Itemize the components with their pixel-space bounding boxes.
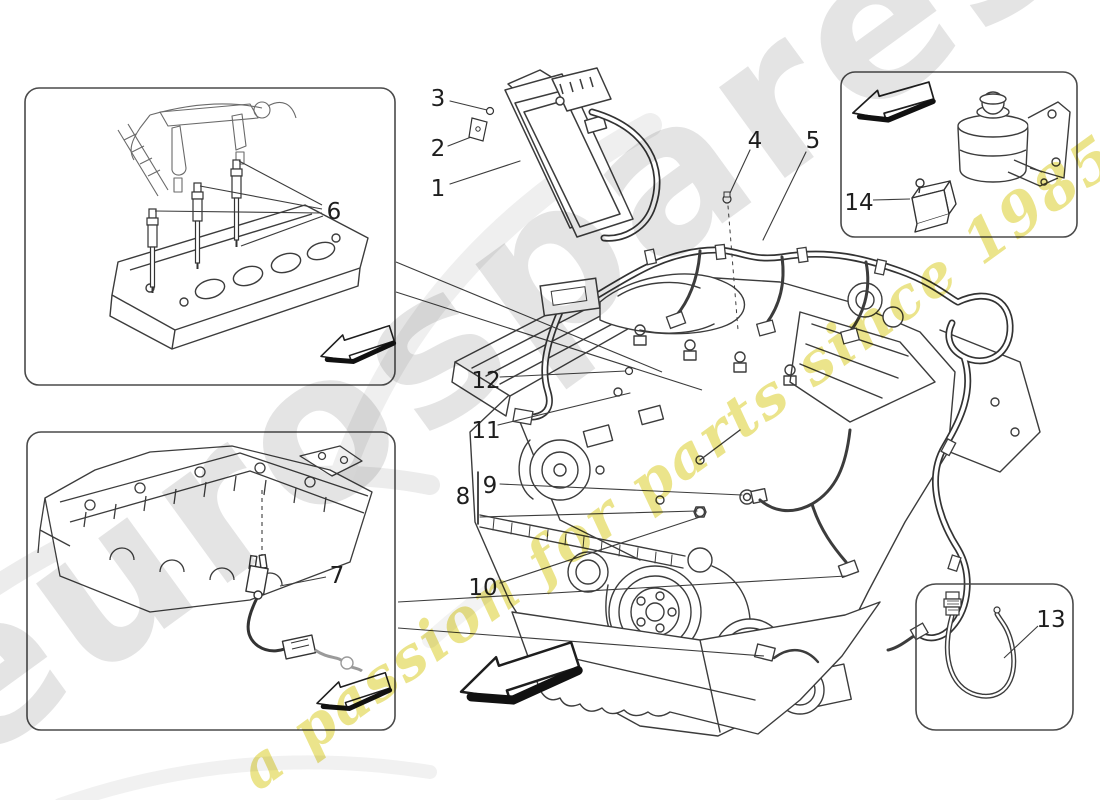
callouts: 3 2 1 4 5 12 11 [431, 86, 821, 601]
callout-10-leader [499, 516, 701, 584]
callout-4-label[interactable]: 4 [748, 128, 763, 154]
detail-reference-lines [395, 261, 847, 657]
reservoir-detail-box: 14 [840, 71, 1078, 238]
callout-11-label[interactable]: 11 [471, 418, 500, 444]
callout-13-leader [1003, 625, 1039, 659]
callout-5: 5 [762, 128, 821, 241]
direction-arrow-icon [459, 641, 583, 705]
callout-1-leader [449, 160, 521, 185]
callout-12: 12 [471, 366, 634, 394]
callout-2: 2 [431, 117, 488, 162]
callout-4: 4 [722, 128, 763, 331]
detail-box-border [24, 87, 396, 386]
crank-sensor [245, 553, 363, 673]
callout-8-leader [479, 510, 698, 518]
callout-10-label[interactable]: 10 [468, 575, 497, 601]
callout-7-label[interactable]: 7 [330, 563, 345, 589]
callout-8-9-group: 8 9 [456, 471, 743, 525]
callout-7-leader [279, 576, 327, 587]
callout-11: 11 [471, 392, 631, 444]
callout-7: 7 [279, 563, 345, 589]
callout-9-label[interactable]: 9 [483, 473, 498, 499]
callout-13: 13 [1003, 607, 1066, 659]
callout-3: 3 [431, 86, 495, 116]
callout-3-leader [449, 100, 488, 111]
callout-2-label[interactable]: 2 [431, 136, 446, 162]
callout-6-leader [154, 160, 324, 247]
direction-arrow-icon [316, 671, 393, 711]
callout-13-label[interactable]: 13 [1036, 607, 1065, 633]
callout-14: 14 [844, 190, 911, 216]
direction-arrow-icon [852, 81, 936, 123]
direction-arrow-icon [320, 324, 397, 364]
detail-box-border [26, 431, 396, 731]
detail-box-border [840, 71, 1078, 238]
callout-10: 10 [468, 516, 701, 601]
crank-sensor-detail-box: 7 [26, 431, 396, 731]
callout-3-label[interactable]: 3 [431, 86, 446, 112]
callout-12-leader [499, 370, 627, 378]
callout-9-leader [499, 483, 743, 496]
callout-1: 1 [431, 160, 521, 202]
callout-5-label[interactable]: 5 [806, 128, 821, 154]
glow-plug-detail-box: 6 [24, 87, 397, 386]
relay-module [911, 178, 957, 233]
callout-4-leader [729, 149, 751, 194]
callout-14-leader [872, 198, 911, 201]
callout-1-label[interactable]: 1 [431, 176, 446, 202]
callout-8-label[interactable]: 8 [456, 484, 471, 510]
ecu-module [504, 67, 634, 238]
engine-harness [512, 108, 1014, 652]
glow-plugs [146, 159, 243, 293]
callout-5-leader [762, 151, 807, 241]
callout-6: 6 [154, 160, 342, 247]
cable-detail-box: 13 [915, 583, 1074, 731]
callout-11-leader [497, 392, 631, 426]
callout-12-label[interactable]: 12 [471, 368, 500, 394]
callout-14-label[interactable]: 14 [844, 190, 873, 216]
detail-box-border [915, 583, 1074, 731]
callout-6-label[interactable]: 6 [327, 199, 342, 225]
